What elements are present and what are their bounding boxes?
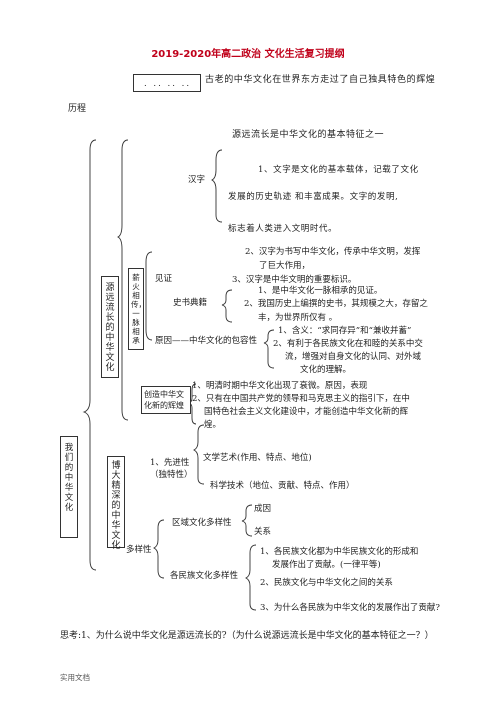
xianjin-label-b: （独特性） — [150, 470, 193, 480]
chuangzao-item2-a: 2、只有在中国共产党的领导和马克思主义的指引下，在中 — [192, 394, 410, 404]
yuanyin-item2-b: 流，增强对自身文化的认同、对外域 — [285, 352, 422, 362]
chuangzao-box: 创造中华文化新的辉煌 — [141, 386, 191, 414]
section1-sub-box: 薪火相传，一脉相承 — [128, 268, 146, 350]
minzu-item1-a: 1、各民族文化都为中华民族文化的形成和 — [260, 547, 419, 557]
hanzi-item3: 3、汉字是中华文明的重要标识。 — [232, 275, 357, 285]
shishu-item2-a: 2、我国历史上编撰的史书，其规模之大，存留之 — [244, 299, 428, 309]
question-text: 思考:1、为什么说中华文化是源远流长的?（为什么说源远流长是中华文化的基本特征之… — [60, 631, 434, 641]
quyu-item2: 关系 — [254, 527, 272, 537]
yuanyin-item1: 1、含义：“求同存异”和“兼收并蓄” — [278, 326, 412, 336]
chuangzao-item1: 1、明清时期中华文化出现了衰微。原因，表现 — [192, 381, 368, 391]
hanzi-item2-a: 2、汉字为书写中华文化，传承中华文明，发挥 — [245, 247, 421, 257]
hanzi-item2-b: 了巨大作用， — [259, 261, 311, 271]
intro-line-1: 古老的中华文化在世界东方走过了自己独具特色的辉煌 — [205, 75, 436, 85]
root-label: 我们的中华文化 — [64, 443, 74, 513]
yuanyin-label: 原因——中华文化的包容性 — [155, 336, 258, 346]
section2-box: 博大精深的中华文化 — [107, 456, 125, 551]
jianzheng-label: 见证 — [155, 274, 173, 284]
xianjin-label-a: 1、先进性 — [150, 458, 190, 468]
intro-box-text: . .. .. .. — [144, 79, 192, 89]
yuanyin-item2-a: 2、有利于各民族文化在和睦的关系中交 — [273, 339, 423, 349]
root-box: 我们的中华文化 — [60, 436, 78, 538]
duoyang-label: 多样性 — [126, 545, 152, 555]
intro-box: . .. .. .. — [133, 74, 201, 92]
section1-heading: 源远流长是中华文化的基本特征之一 — [232, 130, 385, 140]
chuangzao-label: 创造中华文化新的辉煌 — [144, 390, 184, 410]
shishu-label: 史书典籍 — [173, 298, 208, 308]
chuangzao-item2-b: 国特色社会主义文化建设中，才能创造中华文化新的辉 — [204, 407, 409, 417]
yuanyin-item2-c: 文化的理解。 — [300, 365, 352, 375]
quyu-label: 区域文化多样性 — [172, 518, 232, 528]
section1-sub-label: 薪火相传，一脉相承 — [131, 273, 146, 345]
xianjin-item1: 文学艺术(作用、特点、地位) — [203, 453, 312, 463]
page-title: 2019-2020年高二政治 文化生活复习提纲 — [151, 49, 345, 60]
minzu-item1-b: 发展作出了贡献。(一律平等) — [272, 560, 381, 570]
section1-label: 源远流长的中华文化 — [105, 283, 115, 373]
hanzi-item1-a: 1、文字是文化的基本载体，记载了文化 — [258, 165, 419, 175]
footer-text: 实用文档 — [60, 673, 90, 682]
shishu-item1: 1、是中华文化一脉相承的见证。 — [258, 286, 383, 296]
shishu-item2-b: 丰，为世界所仅有 。 — [258, 313, 338, 323]
quyu-item1: 成因 — [254, 504, 272, 514]
minzu-item3: 3、为什么各民族为中华文化的发展作出了贡献? — [260, 603, 440, 613]
intro-line-2: 历程 — [68, 104, 87, 114]
minzu-item2: 2、民族文化与中华文化之间的关系 — [260, 578, 393, 588]
section2-label: 博大精深的中华文化 — [111, 461, 121, 551]
xianjin-item2: 科学技术（地位、贡献、特点、作用） — [210, 481, 355, 491]
hanzi-label: 汉字 — [188, 175, 206, 185]
hanzi-item1-c: 标志着人类进入文明时代。 — [228, 224, 338, 234]
minzu-label: 各民族文化多样性 — [170, 571, 239, 581]
hanzi-item1-b: 发展的历史轨迹 和丰富成果。文字的发明, — [228, 192, 399, 202]
section1-box: 源远流长的中华文化 — [101, 276, 119, 378]
chuangzao-item2-c: 煌。 — [204, 420, 222, 430]
